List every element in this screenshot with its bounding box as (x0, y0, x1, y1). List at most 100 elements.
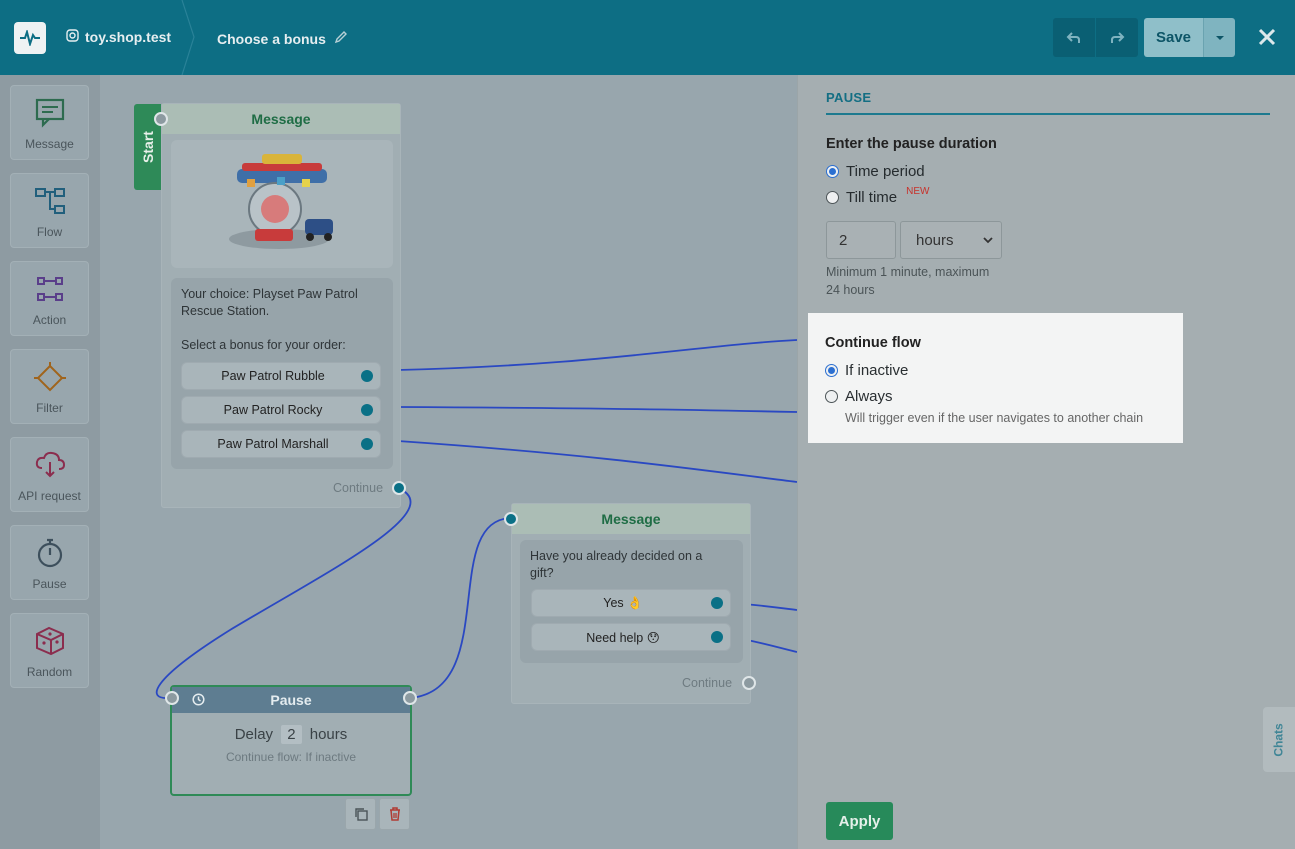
radio-unselected-icon[interactable] (825, 390, 838, 403)
continue-label: Continue (682, 676, 733, 690)
palette-item-filter[interactable]: Filter (10, 349, 89, 424)
panel-title: PAUSE (826, 90, 872, 105)
output-port[interactable] (361, 370, 373, 382)
quick-reply-button[interactable]: Paw Patrol Rubble (181, 362, 381, 390)
radio-unselected-icon[interactable] (826, 191, 839, 204)
palette-item-label: Filter (36, 401, 63, 415)
history-controls (1053, 18, 1138, 57)
delete-node-button[interactable] (379, 798, 410, 830)
quick-reply-label: Paw Patrol Rocky (223, 403, 323, 417)
apply-button[interactable]: Apply (826, 802, 893, 840)
palette-item-message[interactable]: Message (10, 85, 89, 160)
new-badge: NEW (906, 186, 930, 197)
pause-continue-mode: Continue flow: If inactive (225, 750, 357, 764)
action-icon (36, 277, 63, 301)
toy-playset-image (229, 154, 333, 249)
pause-settings-panel: PAUSE Enter the pause duration Time peri… (797, 75, 1295, 849)
panel-divider (826, 113, 1270, 115)
palette-item-pause[interactable]: Pause (10, 525, 89, 600)
node-title: Pause (270, 692, 312, 708)
api-request-icon (35, 451, 65, 478)
pause-icon (37, 538, 62, 568)
pause-node[interactable]: Pause Delay 2 hours Continue flow: If in… (165, 685, 417, 796)
radio-if-inactive[interactable]: If inactive (825, 362, 908, 379)
hint-line: Minimum 1 minute, maximum (826, 265, 990, 279)
message-node[interactable]: Message Your choice: Playset Paw Patrol … (154, 103, 406, 508)
save-button[interactable]: Save (1144, 18, 1203, 57)
quick-reply-button[interactable]: Paw Patrol Rocky (181, 396, 381, 424)
palette-item-action[interactable]: Action (10, 261, 89, 336)
quick-reply-label: Paw Patrol Rubble (221, 369, 325, 383)
pause-node-header: Pause (172, 687, 410, 713)
input-port[interactable] (165, 691, 179, 705)
chats-tab-label: Chats (1272, 722, 1286, 757)
edit-pencil-icon[interactable] (334, 30, 348, 47)
chats-tab[interactable]: Chats (1263, 707, 1295, 772)
delay-value: 2 (281, 725, 302, 744)
duration-input[interactable]: 2 (826, 221, 896, 259)
app-logo-icon[interactable] (14, 22, 46, 54)
product-image (171, 140, 393, 268)
output-port[interactable] (711, 631, 723, 643)
radio-label: Always (845, 388, 893, 405)
quick-reply-button[interactable]: Need help 😯 (531, 623, 731, 651)
duplicate-node-button[interactable] (345, 798, 376, 830)
delay-unit: hours (309, 726, 348, 743)
palette-item-label: API request (18, 489, 81, 503)
continue-label: Continue (333, 481, 384, 495)
radio-selected-icon[interactable] (826, 165, 839, 178)
input-port[interactable] (504, 512, 518, 526)
radio-till-time[interactable]: Till time NEW (826, 186, 930, 206)
node-title: Message (162, 104, 400, 134)
node-palette-sidebar: Message Flow Action Filter API request P… (0, 75, 100, 849)
close-button[interactable] (1255, 24, 1279, 50)
top-bar: toy.shop.test Choose a bonus Save (0, 0, 1295, 75)
flow-icon (34, 188, 65, 214)
duration-hint: Minimum 1 minute, maximum 24 hours (826, 263, 989, 299)
quick-reply-label: Need help 😯 (586, 630, 660, 645)
message-card: Have you already decided on a gift? Yes … (520, 540, 743, 663)
quick-reply-button[interactable]: Yes 👌 (531, 589, 731, 617)
radio-always[interactable]: Always (825, 388, 893, 405)
message-node[interactable]: Message Have you already decided on a gi… (504, 503, 756, 704)
node-title: Message (512, 504, 750, 534)
radio-time-period[interactable]: Time period (826, 163, 925, 180)
undo-button[interactable] (1053, 18, 1095, 57)
random-icon (35, 626, 64, 656)
radio-label: Till time (846, 189, 898, 206)
output-port[interactable] (361, 404, 373, 416)
undo-icon (1066, 31, 1080, 43)
quick-reply-button[interactable]: Paw Patrol Marshall (181, 430, 381, 458)
hint-line: 24 hours (826, 283, 875, 297)
flow-title[interactable]: Choose a bonus (217, 30, 348, 47)
palette-item-flow[interactable]: Flow (10, 173, 89, 248)
quick-reply-label: Yes 👌 (603, 595, 643, 610)
palette-item-label: Message (25, 137, 74, 151)
continue-output-port[interactable] (742, 676, 756, 690)
radio-label: If inactive (845, 362, 909, 379)
output-port[interactable] (361, 438, 373, 450)
chevron-down-icon (983, 236, 993, 243)
continue-output-port[interactable] (392, 481, 406, 495)
select-value: hours (916, 231, 954, 249)
caret-down-icon (1215, 35, 1224, 40)
palette-item-random[interactable]: Random (10, 613, 89, 688)
start-label: Start (139, 131, 156, 163)
palette-item-label: Flow (36, 225, 63, 239)
trash-icon (389, 807, 400, 821)
message-text: Your choice: Playset Paw Patrol Rescue S… (171, 278, 393, 362)
radio-selected-icon[interactable] (825, 364, 838, 377)
output-port[interactable] (403, 691, 417, 705)
palette-item-api-request[interactable]: API request (10, 437, 89, 512)
input-port[interactable] (154, 112, 168, 126)
save-dropdown-button[interactable] (1203, 18, 1235, 57)
close-icon (1258, 28, 1276, 46)
redo-button[interactable] (1095, 18, 1138, 57)
account-link[interactable]: toy.shop.test (66, 29, 171, 45)
duration-unit-select[interactable]: hours (900, 221, 1002, 259)
connection-line (409, 517, 512, 699)
output-port[interactable] (711, 597, 723, 609)
message-icon (35, 98, 64, 128)
continue-flow-section: Continue flow If inactive Always Will tr… (808, 313, 1183, 443)
flow-title-text: Choose a bonus (217, 30, 326, 47)
